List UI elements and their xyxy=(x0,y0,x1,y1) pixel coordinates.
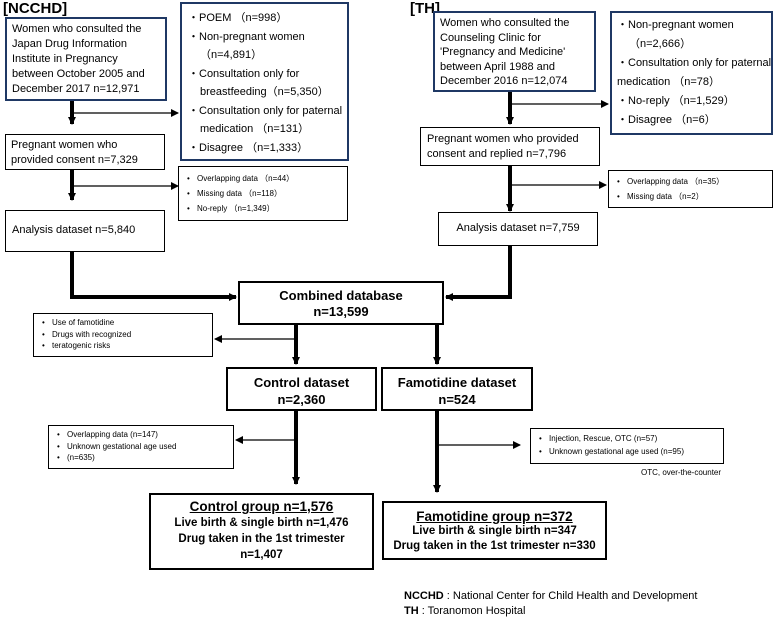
ncchd-source-line: between October 2005 and xyxy=(12,68,145,80)
legend-th: TH : Toranomon Hospital xyxy=(404,603,525,619)
th-exclusion-line: medication （n=78） xyxy=(617,76,721,88)
famotidine-exclusion-item: Injection, Rescue, OTC (n=57) xyxy=(539,432,719,445)
combined-database-box: Combined database n=13,599 xyxy=(238,281,444,325)
ncchd-consent-box: Pregnant women who provided consent n=7,… xyxy=(5,134,165,170)
th-exclusion-line: ・Consultation only for paternal xyxy=(617,57,772,69)
th-header: [TH] xyxy=(410,0,440,17)
ncchd-consent-line: Pregnant women who xyxy=(11,139,118,151)
th-exclusions-box: ・Non-pregnant women （n=2,666） ・Consultat… xyxy=(610,11,773,135)
th-consent-line: consent and replied n=7,796 xyxy=(427,148,567,160)
control-exclusion-item: Unknown gestational age used xyxy=(57,441,229,453)
control-exclusion-item: Overlapping data (n=147) xyxy=(57,429,229,441)
legend-ncchd-full: : National Center for Child Health and D… xyxy=(443,590,698,602)
control-exclusions-box: Overlapping data (n=147) Unknown gestati… xyxy=(48,425,234,469)
combined-title: Combined database xyxy=(279,288,403,303)
th-source-line: Women who consulted the xyxy=(440,17,570,29)
legend-ncchd-abbr: NCCHD xyxy=(404,590,444,602)
famotidine-birth: Live birth & single birth n=347 xyxy=(412,525,577,537)
th-exclusion-line: ・Non-pregnant women xyxy=(617,19,734,31)
th-source-line: 'Pregnancy and Medicine' xyxy=(440,46,566,58)
ncchd-exclusion-line: ・Disagree （n=1,333） xyxy=(188,141,309,154)
ncchd-exclusion2-item: Missing data （n=118） xyxy=(187,186,343,201)
ncchd-exclusion-line: medication （n=131） xyxy=(200,123,310,135)
legend-ncchd: NCCHD : National Center for Child Health… xyxy=(404,588,697,604)
famotidine-dataset-box: Famotidine dataset n=524 xyxy=(381,367,533,411)
ncchd-exclusions-box: ・POEM （n=998） ・Non-pregnant women （n=4,8… xyxy=(180,2,349,161)
ncchd-exclusions2-box: Overlapping data （n=44） Missing data （n=… xyxy=(178,166,348,221)
arrow-th-to-combined xyxy=(445,246,512,301)
ncchd-analysis-box: Analysis dataset n=5,840 xyxy=(5,210,165,252)
th-source-box: Women who consulted the Counseling Clini… xyxy=(433,11,596,92)
ncchd-analysis-label: Analysis dataset n=5,840 xyxy=(12,224,136,236)
th-exclusion2-item: Missing data （n=2） xyxy=(617,189,768,204)
famotidine-group-box: Famotidine group n=372 Live birth & sing… xyxy=(382,501,607,560)
control-group-box: Control group n=1,576 Live birth & singl… xyxy=(149,493,374,570)
th-source-line: Counseling Clinic for xyxy=(440,31,541,44)
combined-exclusion-item: Drugs with recognized xyxy=(42,329,208,341)
ncchd-source-line: December 2017 n=12,971 xyxy=(12,83,140,95)
arrow-ncchd-to-combined xyxy=(70,252,237,301)
ncchd-exclusion-line: ・Consultation only for xyxy=(188,67,300,80)
ncchd-exclusion2-item: Overlapping data （n=44） xyxy=(187,171,343,186)
ncchd-exclusion-line: breastfeeding（n=5,350） xyxy=(200,86,329,98)
ncchd-exclusion-line: ・Non-pregnant women xyxy=(188,30,305,43)
combined-exclusion-item: Use of famotidine xyxy=(42,317,208,329)
th-exclusion2-item: Overlapping data （n=35） xyxy=(617,174,768,189)
th-exclusion-line: ・Disagree （n=6） xyxy=(617,114,716,126)
legend-th-full: : Toranomon Hospital xyxy=(418,605,526,617)
th-exclusion-line: ・No-reply （n=1,529） xyxy=(617,95,735,107)
otc-footnote: OTC, over-the-counter xyxy=(641,468,722,477)
ncchd-source-line: Japan Drug Information xyxy=(12,38,127,50)
control-dataset-n: n=2,360 xyxy=(277,392,326,407)
ncchd-source-box: Women who consulted the Japan Drug Infor… xyxy=(5,17,167,101)
control-drug: Drug taken in the 1st trimester xyxy=(178,533,345,545)
ncchd-source-line: Institute in Pregnancy xyxy=(12,53,118,65)
famotidine-exclusions-box: Injection, Rescue, OTC (n=57) Unknown ge… xyxy=(530,428,724,464)
legend-th-abbr: TH xyxy=(404,605,419,617)
th-consent-box: Pregnant women who provided consent and … xyxy=(420,127,600,166)
control-group-title: Control group n=1,576 xyxy=(189,499,334,514)
th-analysis-box: Analysis dataset n=7,759 xyxy=(438,212,598,246)
ncchd-header: [NCCHD] xyxy=(3,0,68,17)
combined-n: n=13,599 xyxy=(313,304,369,319)
famotidine-exclusion-item: Unknown gestational age used (n=95) xyxy=(539,445,719,458)
combined-exclusions-box: Use of famotidine Drugs with recognized … xyxy=(33,313,213,357)
ncchd-consent-line: provided consent n=7,329 xyxy=(11,154,138,166)
control-dataset-title: Control dataset xyxy=(253,375,350,390)
ncchd-exclusion-line: ・POEM （n=998） xyxy=(188,12,288,24)
control-drug-n: n=1,407 xyxy=(240,549,283,561)
famotidine-dataset-n: n=524 xyxy=(438,392,476,407)
th-analysis-label: Analysis dataset n=7,759 xyxy=(456,222,580,234)
combined-exclusion-item: teratogenic risks xyxy=(42,340,208,352)
th-source-line: between April 1988 and xyxy=(440,60,555,73)
th-exclusion-line: （n=2,666） xyxy=(629,38,692,50)
ncchd-exclusion2-item: No-reply （n=1,349） xyxy=(187,201,343,216)
control-birth: Live birth & single birth n=1,476 xyxy=(174,517,349,529)
famotidine-group-title: Famotidine group n=372 xyxy=(416,509,573,524)
control-dataset-box: Control dataset n=2,360 xyxy=(226,367,377,411)
ncchd-exclusion-line: ・Consultation only for paternal xyxy=(188,104,343,117)
famotidine-drug: Drug taken in the 1st trimester n=330 xyxy=(393,540,596,552)
control-exclusion-item: (n=635) xyxy=(57,452,229,464)
ncchd-source-line: Women who consulted the xyxy=(12,23,142,35)
th-source-line: December 2016 n=12,074 xyxy=(440,75,568,87)
ncchd-exclusion-line: （n=4,891） xyxy=(200,49,263,61)
th-consent-line: Pregnant women who provided xyxy=(427,133,579,145)
th-exclusions2-box: Overlapping data （n=35） Missing data （n=… xyxy=(608,170,773,208)
famotidine-dataset-title: Famotidine dataset xyxy=(397,375,517,390)
